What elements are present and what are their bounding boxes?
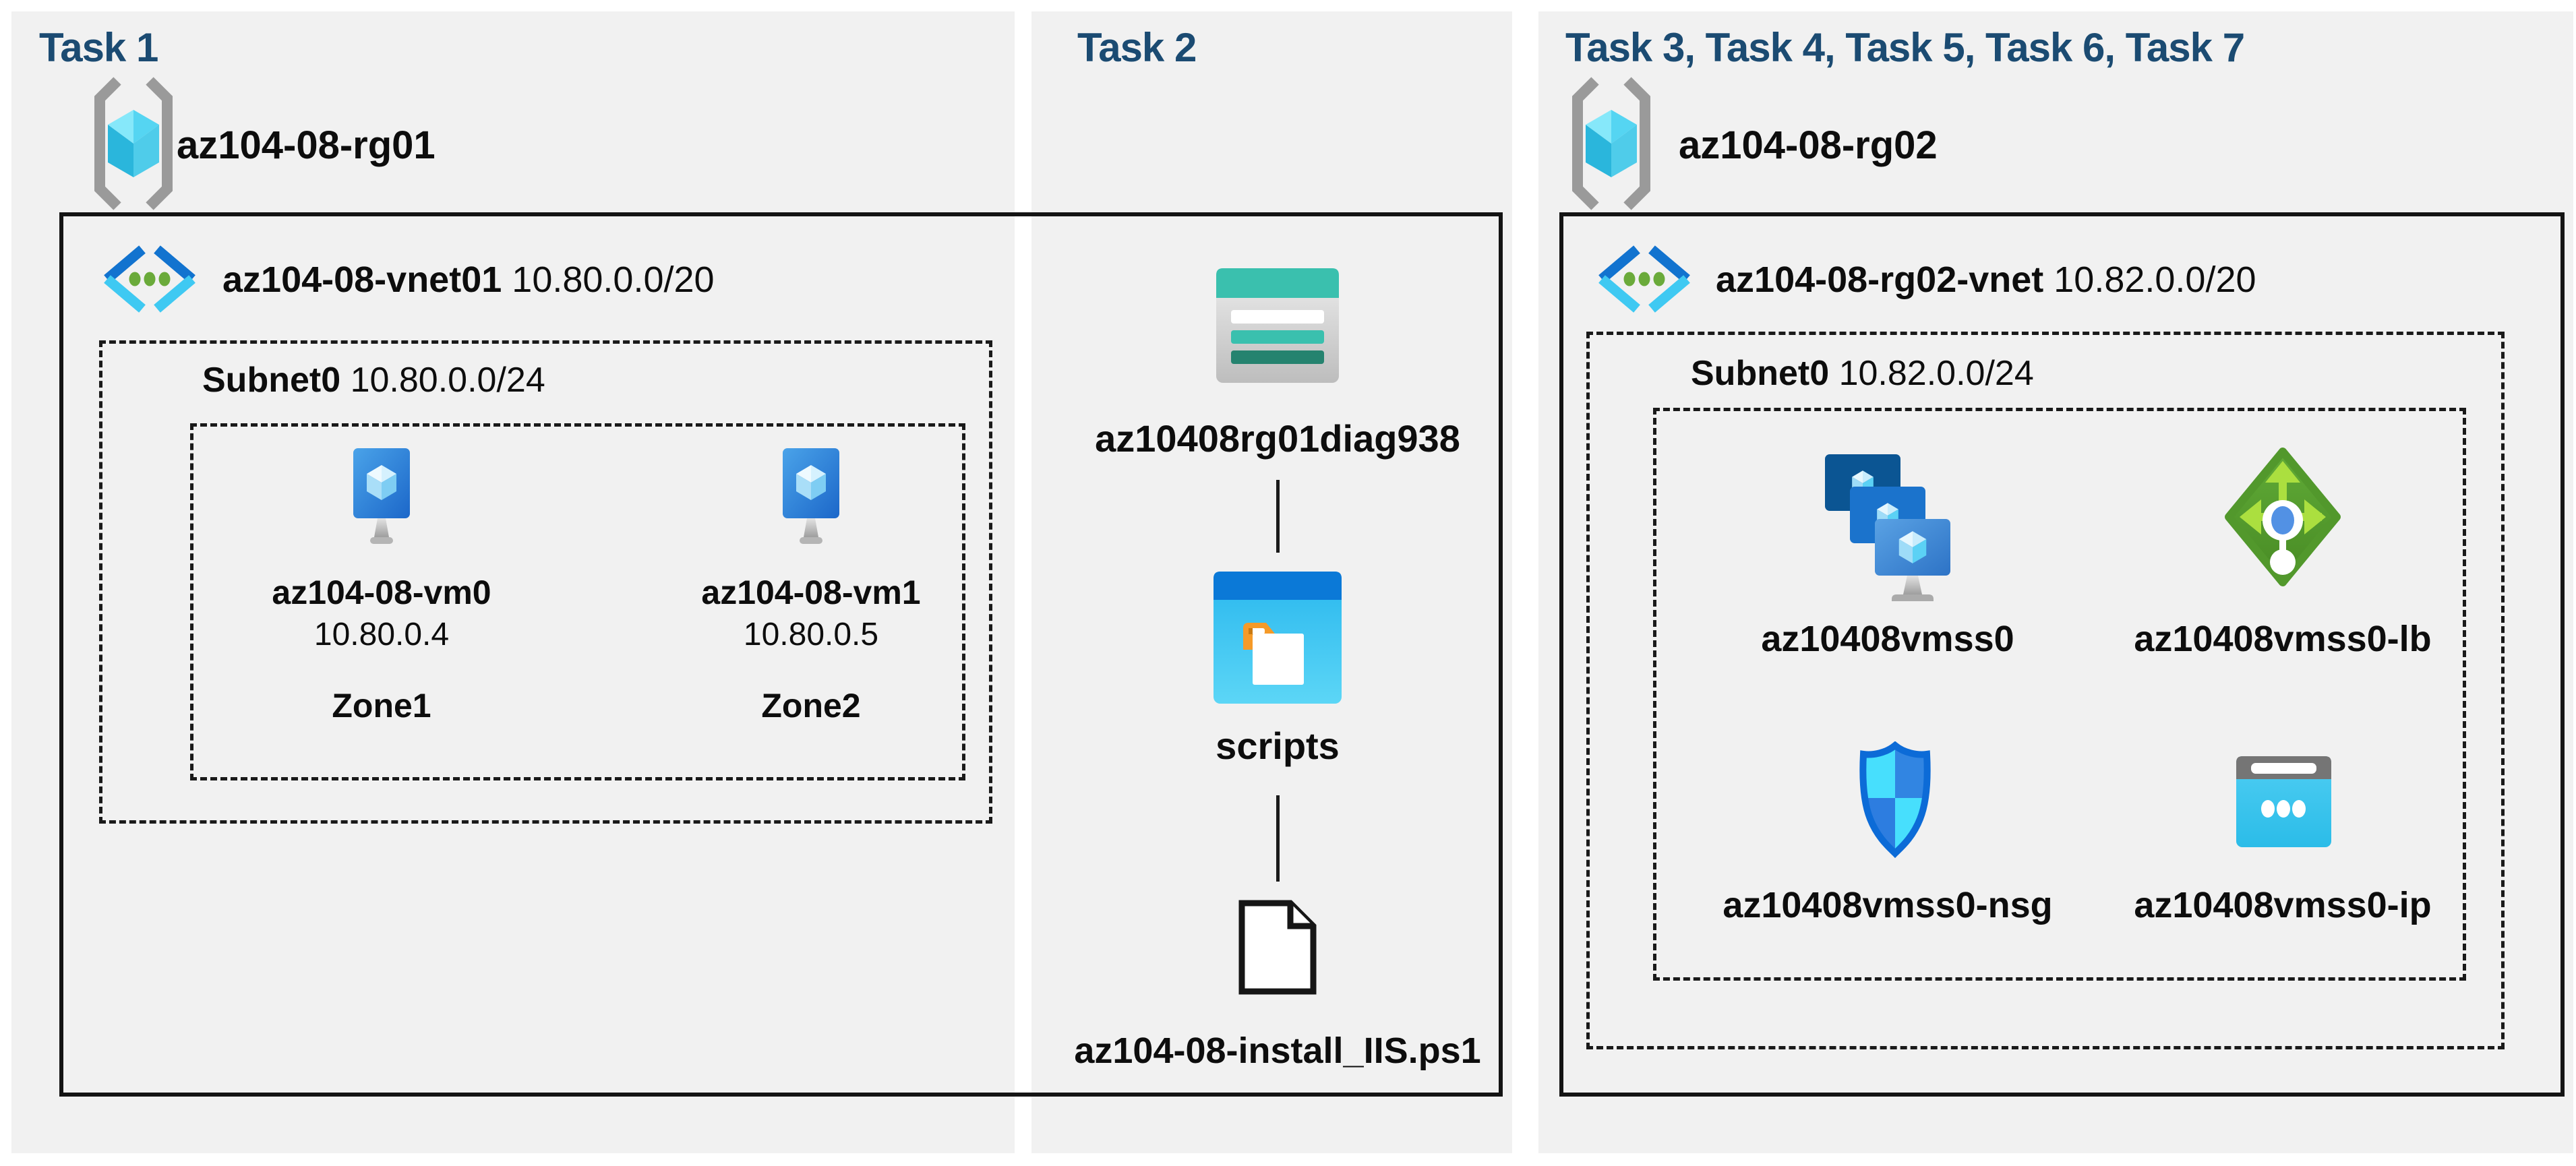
subnet0-box-task1 [99, 340, 992, 824]
connector-line [1276, 480, 1280, 553]
task2-title: Task 2 [1077, 25, 1197, 70]
blob-container-icon [1214, 572, 1342, 704]
vm0-name: az104-08-vm0 [272, 574, 491, 611]
script-file-label: az104-08-install_IIS.ps1 [1074, 1031, 1481, 1071]
subnet0-name-task1: Subnet0 [202, 361, 341, 400]
vm-icon [351, 447, 412, 548]
nsg-label: az10408vmss0-nsg [1723, 885, 2053, 925]
vm0-ip: 10.80.0.4 [313, 617, 450, 652]
vmss-icon [1824, 453, 1952, 605]
subnet0-box-task37 [1586, 332, 2505, 1049]
public-ip-label: az10408vmss0-ip [2134, 885, 2432, 925]
vnet01-label: az104-08-vnet01 10.80.0.0/20 [222, 259, 715, 301]
rg02-vnet-name: az104-08-rg02-vnet [1716, 259, 2044, 300]
file-icon [1236, 899, 1319, 995]
subnet0-cidr-task1: 10.80.0.0/24 [350, 361, 545, 400]
vm1-ip: 10.80.0.5 [743, 617, 879, 652]
task37-panel [1538, 11, 2573, 1153]
virtual-network-icon [99, 244, 200, 314]
resource-group-icon [1564, 73, 1658, 214]
vmss-resources-box [1653, 408, 2466, 981]
subnet0-name-task37: Subnet0 [1691, 354, 1830, 393]
scripts-container-label: scripts [1216, 725, 1340, 767]
storage-account-label: az10408rg01diag938 [1095, 417, 1460, 460]
connector-line [1276, 795, 1280, 882]
load-balancer-icon [2222, 445, 2343, 589]
vm1-name: az104-08-vm1 [701, 574, 921, 611]
task1-title: Task 1 [39, 25, 158, 70]
resource-group-icon [86, 73, 181, 214]
vm0-zone: Zone1 [332, 687, 431, 725]
vnet01-name: az104-08-vnet01 [222, 259, 502, 300]
vnet01-box [59, 212, 1503, 1097]
vm-zone-box [190, 423, 965, 780]
task1-panel [11, 11, 1015, 1153]
virtual-network-icon [1594, 244, 1695, 314]
public-ip-icon [2236, 756, 2331, 847]
subnet0-label-task37: Subnet0 10.82.0.0/24 [1691, 353, 2034, 394]
subnet0-cidr-task37: 10.82.0.0/24 [1838, 354, 2034, 393]
vmss-label: az10408vmss0 [1761, 619, 2014, 659]
task37-title: Task 3, Task 4, Task 5, Task 6, Task 7 [1565, 25, 2245, 70]
nsg-icon [1854, 741, 1936, 861]
vnet01-cidr: 10.80.0.0/20 [512, 259, 715, 300]
rg02-vnet-label: az104-08-rg02-vnet 10.82.0.0/20 [1716, 259, 2256, 301]
storage-account-icon [1216, 268, 1339, 383]
rg01-label: az104-08-rg01 [177, 123, 436, 167]
rg02-label: az104-08-rg02 [1679, 123, 1938, 167]
rg02-vnet-box [1559, 212, 2565, 1097]
vm1-zone: Zone2 [761, 687, 861, 725]
subnet0-label-task1: Subnet0 10.80.0.0/24 [202, 360, 545, 400]
vm-icon [781, 447, 841, 548]
load-balancer-label: az10408vmss0-lb [2134, 619, 2432, 659]
rg02-vnet-cidr: 10.82.0.0/20 [2054, 259, 2256, 300]
